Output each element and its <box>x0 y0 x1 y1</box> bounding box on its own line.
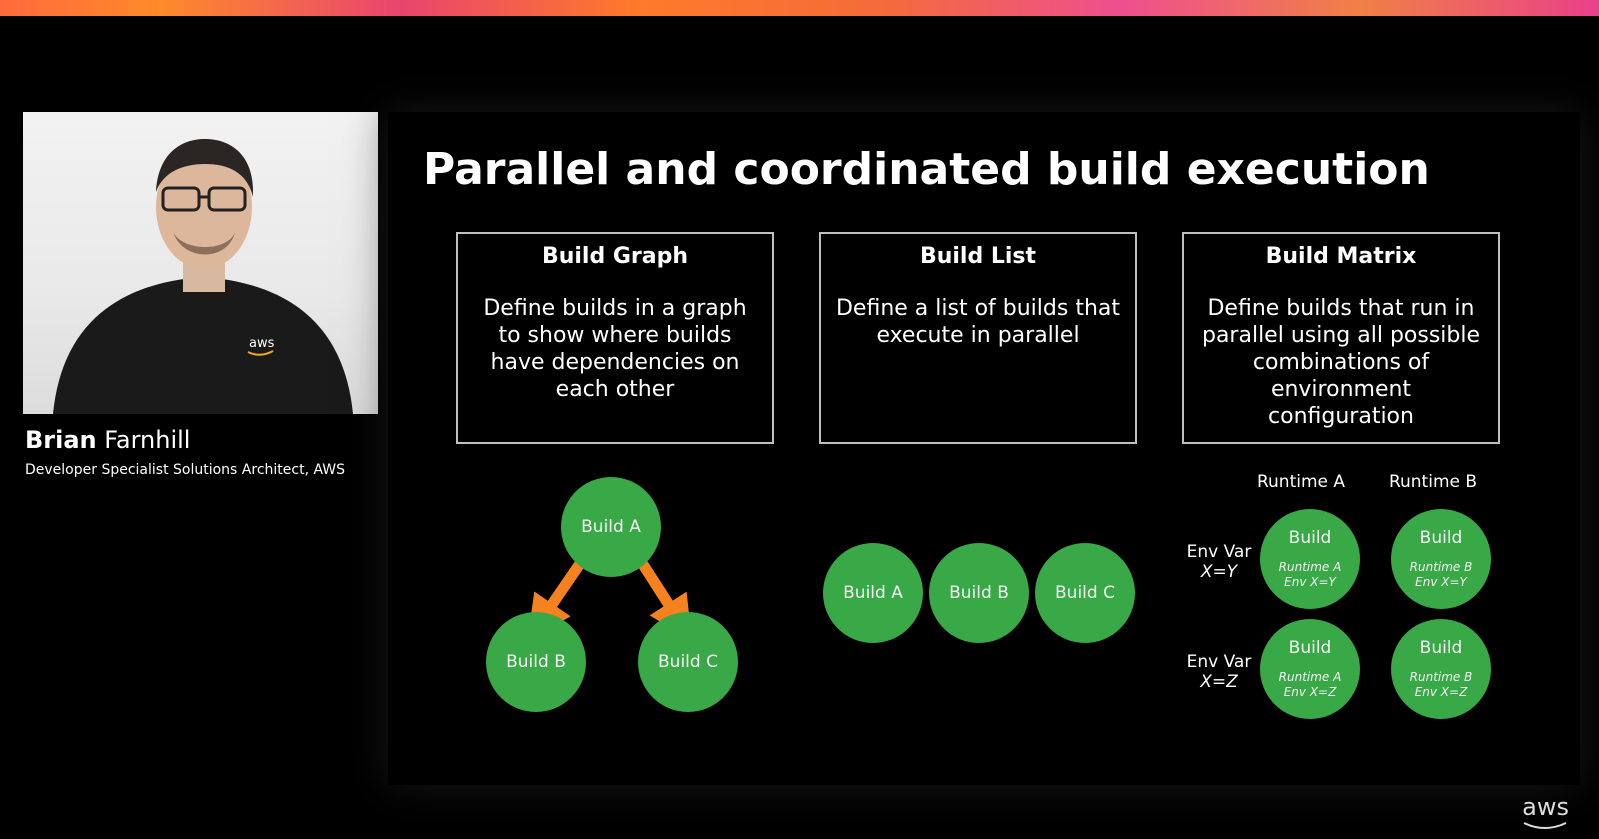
box-description: Define builds that run in parallel using… <box>1201 296 1481 429</box>
matrix-row-label-2: Env Var X=Z <box>1174 652 1264 692</box>
box-description: Define a list of builds that execute in … <box>835 296 1120 348</box>
row-label-value: X=Y <box>1200 562 1238 582</box>
aws-smile-icon <box>1523 822 1567 829</box>
list-node-build-a: Build A <box>823 543 923 643</box>
node-label: Build A <box>581 517 641 537</box>
speaker-video: aws <box>23 112 378 414</box>
speaker-name: Brian Farnhill <box>25 426 190 454</box>
matrix-col-label-a: Runtime A <box>1256 472 1346 492</box>
graph-node-build-c: Build C <box>638 612 738 712</box>
node-label: Build B <box>506 652 566 672</box>
graph-node-build-a: Build A <box>561 477 661 577</box>
graph-node-build-b: Build B <box>486 612 586 712</box>
aws-logo-text: aws <box>1522 793 1569 821</box>
slide-title: Parallel and coordinated build execution <box>423 144 1430 195</box>
shirt-aws-logo: aws <box>249 336 275 351</box>
node-label: Build B <box>949 583 1009 603</box>
speaker-figure: aws <box>53 138 353 414</box>
matrix-row-label-1: Env Var X=Y <box>1174 542 1264 582</box>
speaker-first-name: Brian <box>25 426 97 454</box>
list-node-build-b: Build B <box>929 543 1029 643</box>
presentation-slide: Parallel and coordinated build execution… <box>388 112 1580 785</box>
build-graph-box: Build Graph Define builds in a graph to … <box>456 232 774 444</box>
box-description: Define builds in a graph to show where b… <box>483 296 747 402</box>
row-label-text: Env Var <box>1186 652 1252 672</box>
aws-logo-icon: aws <box>1522 793 1569 829</box>
cell-main: Build <box>1288 638 1332 658</box>
top-gradient-bar <box>0 0 1599 16</box>
matrix-col-label-b: Runtime B <box>1388 472 1478 492</box>
cell-main: Build <box>1419 638 1463 658</box>
list-node-build-c: Build C <box>1035 543 1135 643</box>
node-label: Build A <box>843 583 903 603</box>
cell-main: Build <box>1288 528 1332 548</box>
cell-main: Build <box>1419 528 1463 548</box>
speaker-last-name: Farnhill <box>104 426 191 454</box>
box-title: Build List <box>919 244 1037 269</box>
build-matrix-box: Build Matrix Define builds that run in p… <box>1182 232 1500 444</box>
box-title: Build Matrix <box>1265 244 1417 269</box>
build-list-box: Build List Define a list of builds that … <box>819 232 1137 444</box>
speaker-title: Developer Specialist Solutions Architect… <box>25 462 346 478</box>
box-title: Build Graph <box>541 244 689 269</box>
node-label: Build C <box>658 652 718 672</box>
row-label-text: Env Var <box>1186 542 1252 562</box>
row-label-value: X=Z <box>1200 672 1238 692</box>
node-label: Build C <box>1055 583 1115 603</box>
